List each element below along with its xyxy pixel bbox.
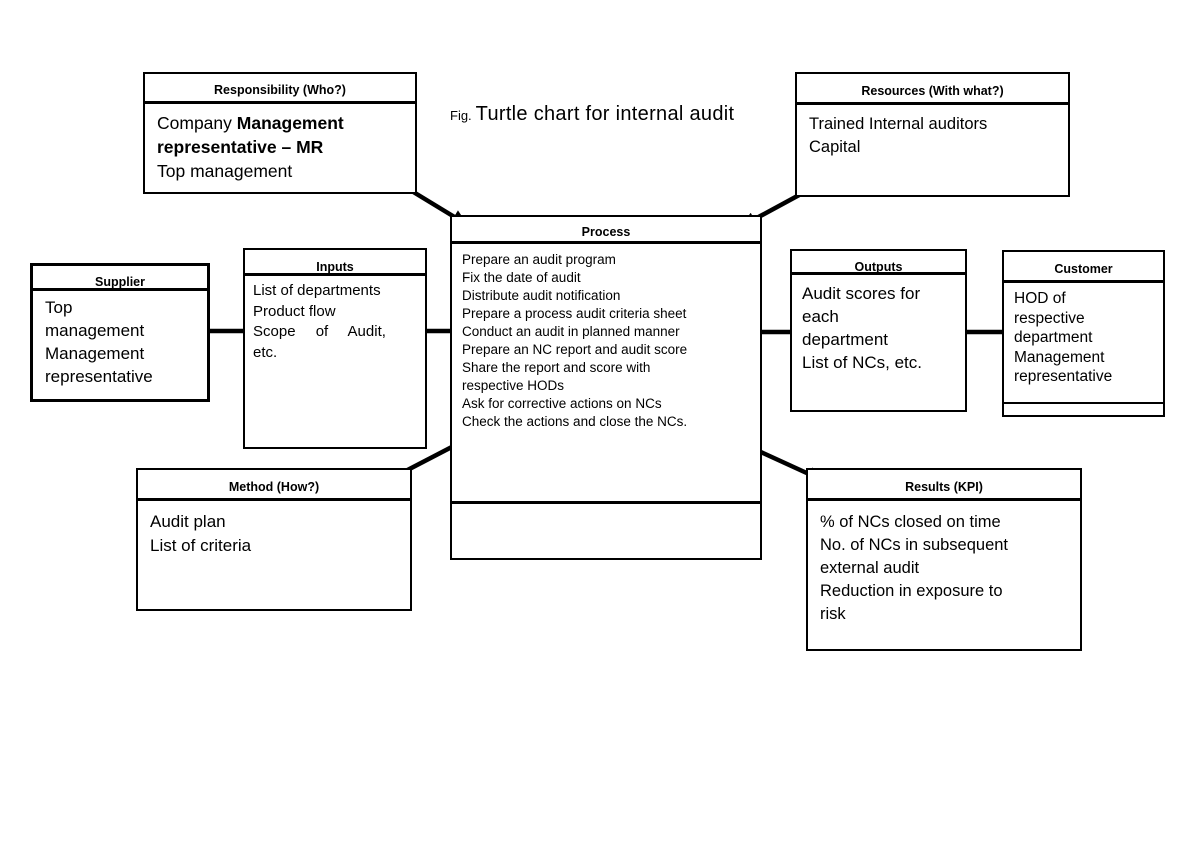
- inputs-body-line: etc.: [253, 343, 278, 361]
- inputs-body: List of departments Product flow Scope o…: [245, 276, 425, 447]
- responsibility-body: Company Management representative – MR To…: [145, 104, 415, 192]
- inputs-body-line: Scope of Audit,: [253, 323, 386, 340]
- responsibility-body-normal: Company: [157, 113, 237, 133]
- resources-header: Resources (With what?): [797, 74, 1068, 105]
- customer-header: Customer: [1004, 252, 1163, 283]
- supplier-header: Supplier: [33, 266, 207, 291]
- inputs-body-line: Product flow: [253, 302, 336, 320]
- method-body: Audit plan List of criteria: [150, 512, 252, 555]
- resources-box: Resources (With what?) Trained Internal …: [795, 72, 1070, 197]
- resources-body: Trained Internal auditors Capital: [809, 115, 988, 156]
- method-header: Method (How?): [138, 470, 410, 501]
- responsibility-body-bold: Management representative – MR: [157, 113, 344, 157]
- inputs-header: Inputs: [245, 250, 425, 276]
- figure-caption: Fig. Turtle chart for internal audit: [450, 103, 734, 126]
- inputs-body-line: List of departments: [253, 282, 381, 299]
- supplier-body: Top management Management representative: [45, 298, 153, 386]
- results-box: Results (KPI) % of NCs closed on time No…: [806, 468, 1082, 651]
- process-box: Process Prepare an audit program Fix the…: [450, 215, 762, 560]
- outputs-body: Audit scores for each department List of…: [802, 284, 922, 372]
- results-header: Results (KPI): [808, 470, 1080, 501]
- supplier-box: Supplier Top management Management repre…: [30, 263, 210, 402]
- process-body: Prepare an audit program Fix the date of…: [462, 252, 688, 429]
- results-body: % of NCs closed on time No. of NCs in su…: [820, 513, 1009, 623]
- figure-caption-title: Turtle chart for internal audit: [475, 103, 735, 125]
- customer-footer-section: [1004, 402, 1163, 415]
- responsibility-box: Responsibility (Who?) Company Management…: [143, 72, 417, 194]
- inputs-box: Inputs List of departments Product flow …: [243, 248, 427, 449]
- outputs-box: Outputs Audit scores for each department…: [790, 249, 967, 412]
- customer-box: Customer HOD of respective department Ma…: [1002, 250, 1165, 417]
- customer-body: HOD of respective department Management …: [1014, 290, 1113, 385]
- responsibility-body-line2: Top management: [157, 161, 293, 181]
- figure-caption-prefix: Fig.: [450, 108, 472, 123]
- outputs-header: Outputs: [792, 251, 965, 275]
- process-footer-section: [452, 501, 760, 558]
- method-box: Method (How?) Audit plan List of criteri…: [136, 468, 412, 611]
- process-header: Process: [452, 217, 760, 244]
- responsibility-header: Responsibility (Who?): [145, 74, 415, 104]
